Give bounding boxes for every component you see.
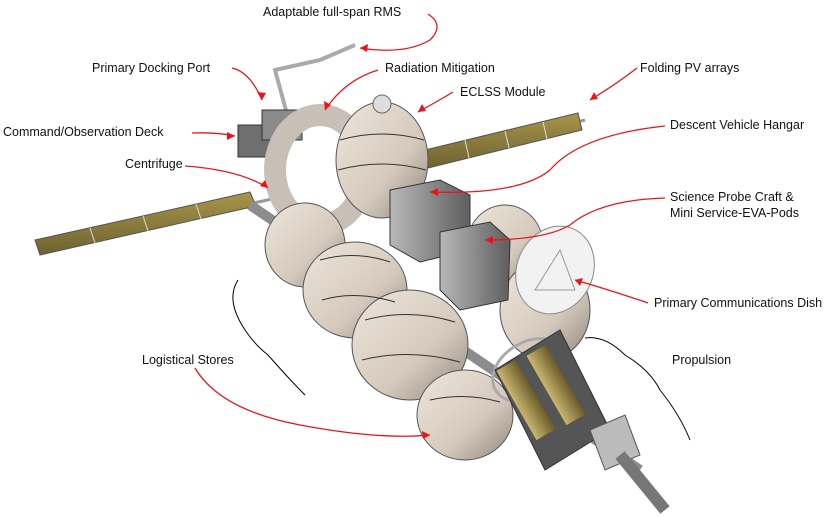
label-descent-hangar: Descent Vehicle Hangar (670, 118, 805, 132)
communications-dish (515, 225, 595, 315)
label-command-deck: Command/Observation Deck (3, 125, 164, 139)
label-centrifuge: Centrifuge (125, 157, 183, 171)
label-rms: Adaptable full-span RMS (263, 5, 402, 19)
rms-arm (272, 43, 356, 126)
arrow-logistics (194, 367, 431, 437)
label-logistical-stores: Logistical Stores (142, 353, 234, 367)
label-comm-dish: Primary Communications Dish (654, 296, 823, 310)
arrow-probe (484, 197, 666, 241)
label-science-probe-2: Mini Service-EVA-Pods (670, 206, 799, 220)
arrow-rms (359, 13, 438, 51)
label-propulsion: Propulsion (672, 353, 732, 367)
propulsion-bracket (584, 337, 691, 441)
label-eclss: ECLSS Module (460, 85, 546, 99)
solar-array-left (34, 191, 291, 256)
arrow-docking (231, 67, 263, 101)
callout-arrows (184, 13, 666, 439)
science-probe-pods (439, 221, 511, 311)
arrow-hangar (429, 125, 666, 193)
label-radiation-mitigation: Radiation Mitigation (385, 61, 495, 75)
propulsion-stage (491, 329, 670, 514)
label-docking-port: Primary Docking Port (92, 61, 211, 75)
arrow-centrifuge (184, 165, 269, 189)
label-science-probe-1: Science Probe Craft & (670, 190, 794, 204)
arrow-pv (589, 67, 638, 101)
label-pv-arrays: Folding PV arrays (640, 61, 740, 75)
logistical-stores-bracket (232, 279, 306, 396)
